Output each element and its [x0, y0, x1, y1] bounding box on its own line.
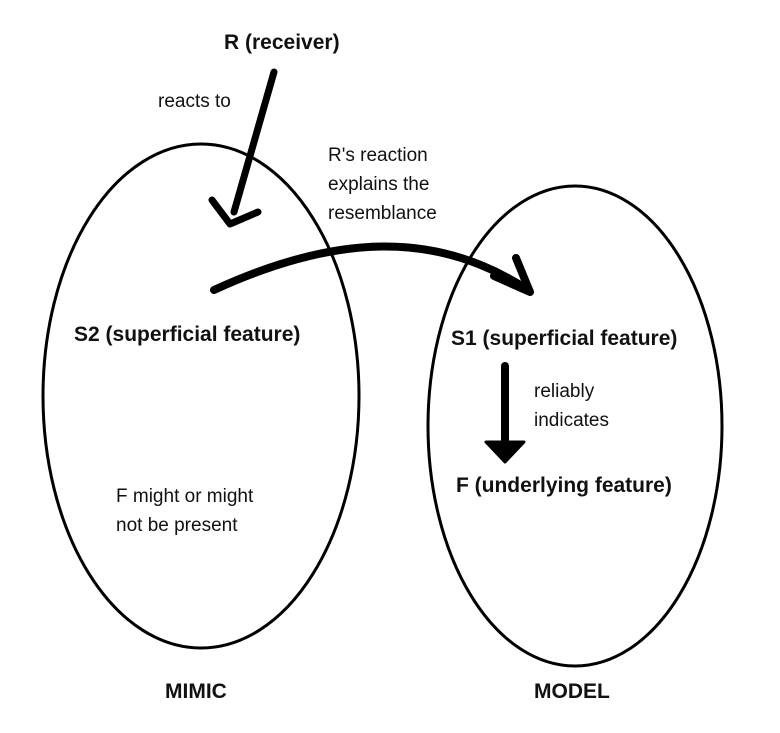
- mimic-feature-label: S2 (superficial feature): [74, 323, 301, 346]
- model-title: MODEL: [534, 680, 610, 703]
- model-superficial-label: S1 (superficial feature): [451, 327, 678, 350]
- reaction-explains-label: R's reaction explains the resemblance: [328, 145, 437, 224]
- mimic-note: F might or might not be present: [116, 486, 254, 536]
- mimic-title: MIMIC: [165, 680, 227, 703]
- model-ellipse: [426, 184, 724, 668]
- model-underlying-label: F (underlying feature): [456, 474, 672, 497]
- receiver-label: R (receiver): [224, 31, 340, 54]
- reacts-to-label: reacts to: [158, 91, 231, 112]
- reacts-to-arrow: [208, 68, 278, 228]
- reliably-indicates-label: reliably indicates: [534, 381, 609, 431]
- mimic-ellipse: [41, 142, 361, 650]
- resemblance-arrow: [210, 242, 534, 296]
- indicates-arrow: [484, 362, 526, 464]
